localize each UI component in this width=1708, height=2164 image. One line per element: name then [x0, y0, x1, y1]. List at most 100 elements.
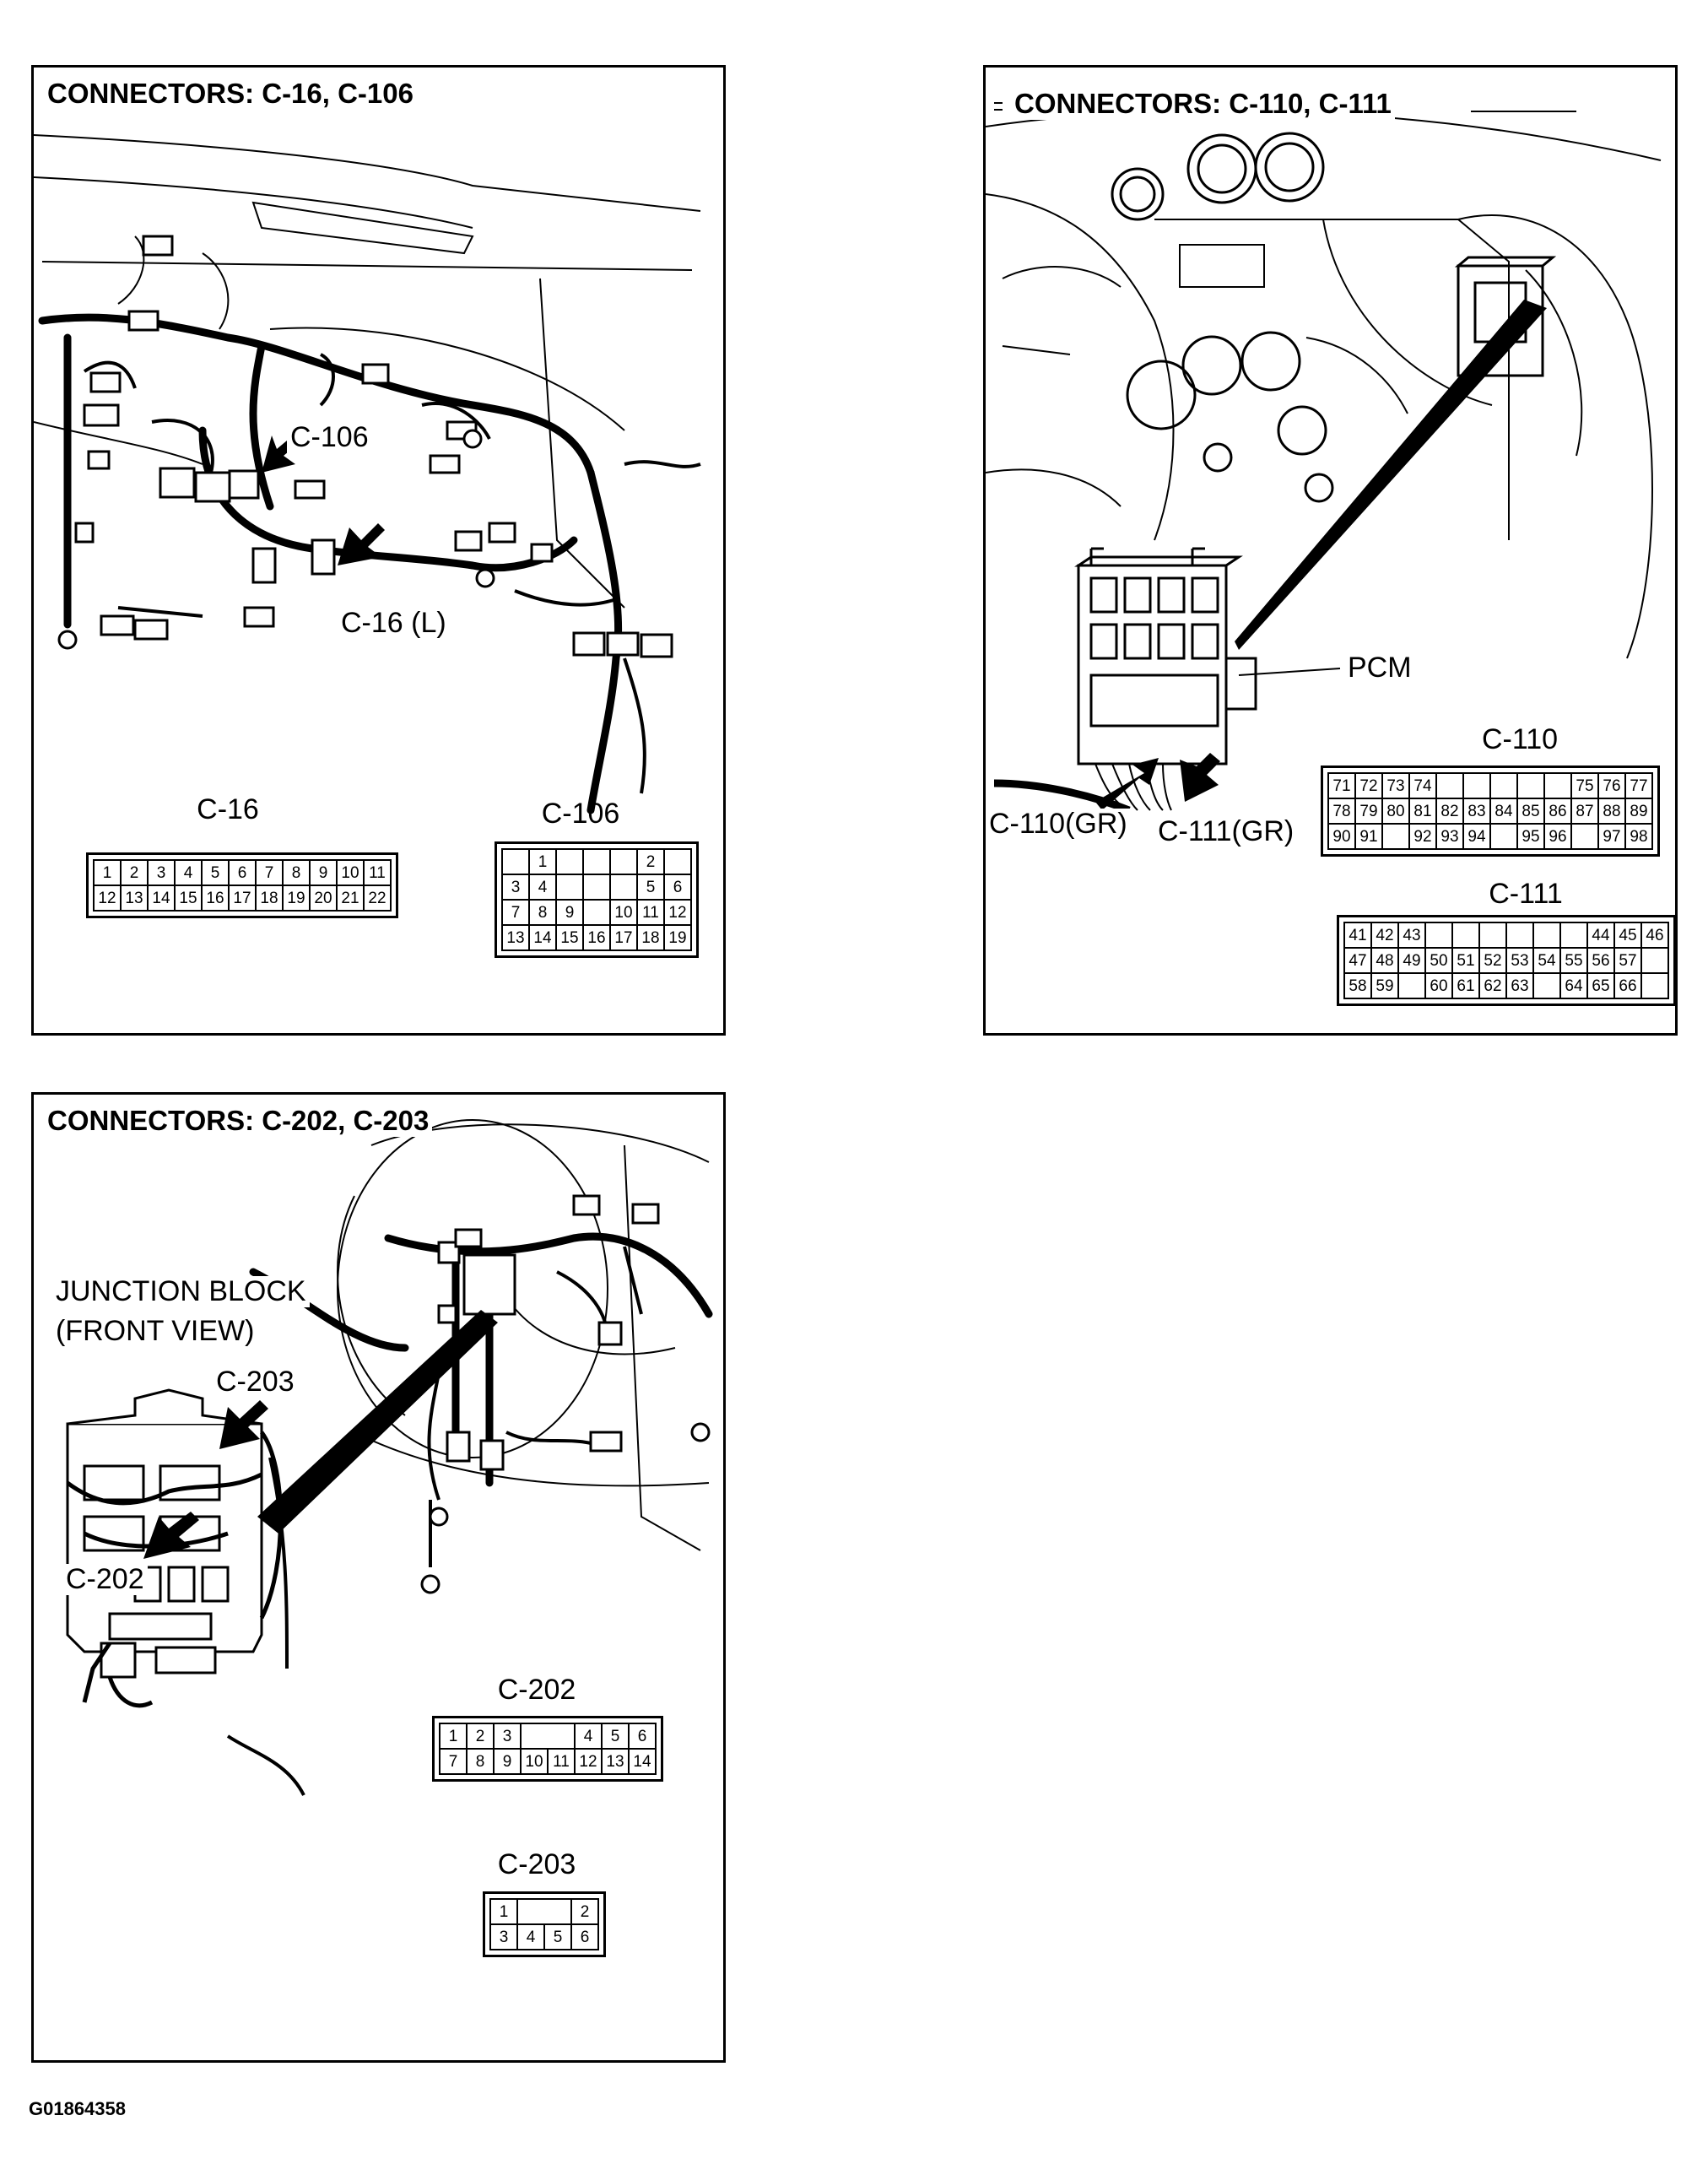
pin: 6	[663, 874, 692, 901]
connector-c110-face: 71 72 73 74 75 76 77 78 79 80 81 82 83 8…	[1321, 766, 1660, 857]
pin: 13	[501, 924, 530, 951]
connector-name: C-202	[497, 1674, 576, 1706]
pin	[1532, 972, 1561, 999]
pin: 18	[255, 885, 284, 912]
pin: 14	[147, 885, 176, 912]
pin: 91	[1354, 823, 1383, 850]
pin: 11	[547, 1748, 576, 1775]
pin	[1381, 823, 1410, 850]
panel-title: CONNECTORS: C-110, C-111	[1011, 88, 1395, 120]
pin: 65	[1586, 972, 1615, 999]
pin: 1	[93, 859, 122, 886]
pin: 12	[574, 1748, 603, 1775]
pin	[1451, 922, 1480, 949]
pin	[516, 1898, 572, 1925]
pin: 93	[1435, 823, 1464, 850]
pin: 7	[439, 1748, 468, 1775]
pin: 13	[120, 885, 149, 912]
pin: 82	[1435, 798, 1464, 825]
pin: 6	[228, 859, 257, 886]
pin: 42	[1370, 922, 1399, 949]
callout-c110-gr: C-110(GR)	[986, 808, 1131, 841]
connector-c16-face: 1 2 3 4 5 6 7 8 9 10 11 12 13 14 15 16 1…	[86, 852, 398, 918]
pin: 92	[1408, 823, 1437, 850]
pin: 10	[609, 899, 638, 926]
pin: 22	[363, 885, 392, 912]
connector-c202-face: 1 2 3 4 5 6 7 8 9 10 11 12 13 14	[432, 1716, 663, 1782]
pin: 9	[309, 859, 338, 886]
connector-name: C-111	[1489, 878, 1563, 910]
pin: 6	[628, 1723, 657, 1750]
pin	[1424, 922, 1453, 949]
pin: 66	[1613, 972, 1642, 999]
pin: 15	[555, 924, 584, 951]
pin: 4	[528, 874, 557, 901]
pin: 73	[1381, 772, 1410, 799]
pin	[1570, 823, 1599, 850]
pin: 12	[93, 885, 122, 912]
dashboard-harness-drawing	[34, 134, 701, 814]
pin	[582, 874, 611, 901]
pin: 94	[1462, 823, 1491, 850]
pin: 7	[501, 899, 530, 926]
figure-code: G01864358	[29, 2098, 126, 2119]
pin: 77	[1624, 772, 1653, 799]
callout-c111-gr: C-111(GR)	[1154, 815, 1298, 848]
pin: 98	[1624, 823, 1653, 850]
connector-c111-face: 41 42 43 44 45 46 47 48 49 50 51 52 53 5…	[1337, 915, 1675, 1006]
pin: 3	[493, 1723, 522, 1750]
pin: 56	[1586, 947, 1615, 974]
pin	[520, 1723, 576, 1750]
pin	[1478, 922, 1507, 949]
pin: 41	[1343, 922, 1372, 949]
pin	[609, 874, 638, 901]
pin: 16	[582, 924, 611, 951]
pin: 54	[1532, 947, 1561, 974]
pin: 52	[1478, 947, 1507, 974]
pin: 86	[1543, 798, 1572, 825]
pin	[555, 848, 584, 875]
pin: 4	[174, 859, 203, 886]
connector-name: C-203	[497, 1848, 576, 1880]
callout-c106: C-106	[287, 421, 372, 454]
pin: 64	[1559, 972, 1588, 999]
pin: 84	[1489, 798, 1518, 825]
panel-title: CONNECTORS: C-16, C-106	[44, 78, 417, 110]
pin: 10	[520, 1748, 549, 1775]
pin: 5	[201, 859, 230, 886]
pin	[1489, 772, 1518, 799]
pin	[1435, 772, 1464, 799]
pin: 6	[570, 1923, 599, 1950]
pin	[1505, 922, 1534, 949]
pin: 50	[1424, 947, 1453, 974]
pin: 8	[282, 859, 311, 886]
connector-name: C-110	[1481, 723, 1559, 755]
pin: 57	[1613, 947, 1642, 974]
pin: 17	[228, 885, 257, 912]
pin: 85	[1516, 798, 1545, 825]
callout-front-view: (FRONT VIEW)	[52, 1315, 258, 1348]
pin: 80	[1381, 798, 1410, 825]
pin: 76	[1597, 772, 1626, 799]
pin: 63	[1505, 972, 1534, 999]
pin: 96	[1543, 823, 1572, 850]
pin: 2	[570, 1898, 599, 1925]
pin: 14	[528, 924, 557, 951]
pin: 5	[636, 874, 665, 901]
pin: 8	[528, 899, 557, 926]
pin: 20	[309, 885, 338, 912]
pin: 11	[363, 859, 392, 886]
pin: 89	[1624, 798, 1653, 825]
pin: 7	[255, 859, 284, 886]
pin: 16	[201, 885, 230, 912]
pin: 75	[1570, 772, 1599, 799]
pin	[1489, 823, 1518, 850]
pin	[1462, 772, 1491, 799]
pin: 3	[147, 859, 176, 886]
pin: 43	[1397, 922, 1426, 949]
pin	[555, 874, 584, 901]
connector-name: C-16	[197, 793, 259, 825]
pin: 13	[601, 1748, 630, 1775]
pin: 2	[466, 1723, 495, 1750]
pin	[1532, 922, 1561, 949]
